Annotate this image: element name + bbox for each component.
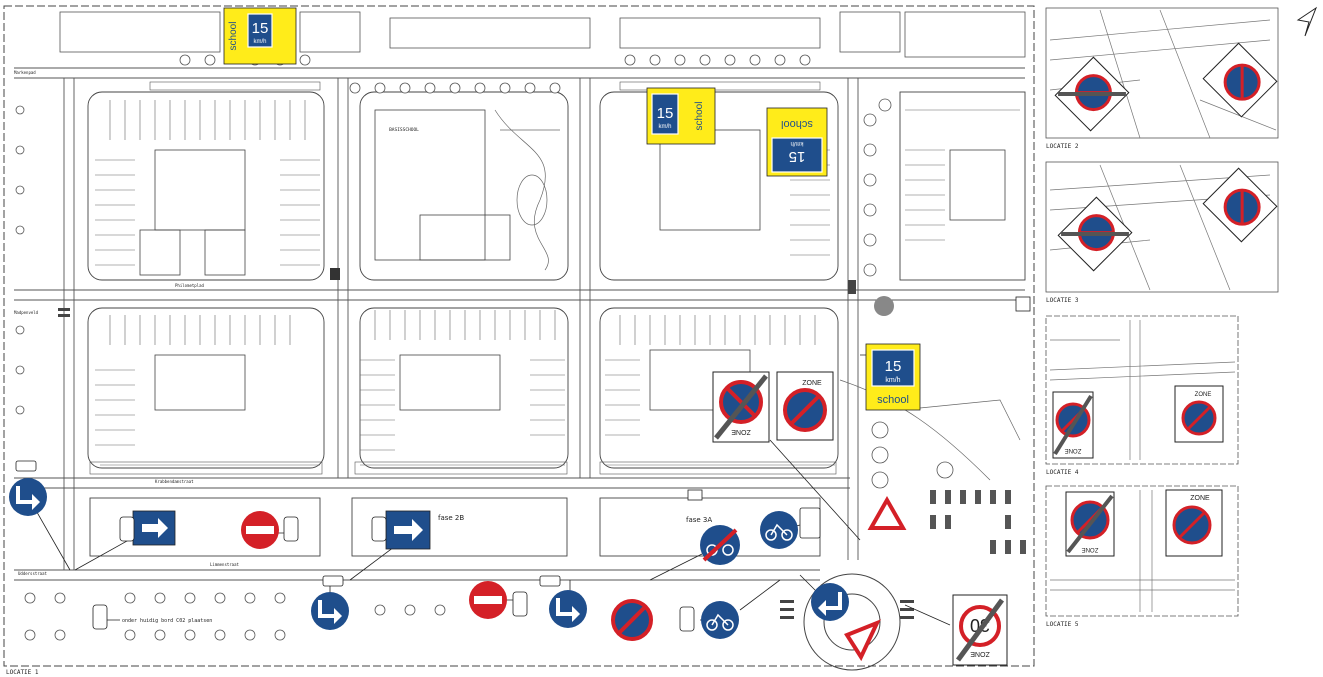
speed-unit: km/h [253, 39, 266, 45]
speed-unit: km/h [658, 124, 671, 130]
speed-school-word: school [877, 394, 909, 406]
markenpad-label: Markenpad [14, 70, 36, 75]
philometplad-label: Philometplad [175, 283, 204, 288]
no-entry-sign-2 [469, 581, 507, 619]
bicycle-path-sign-2 [701, 601, 739, 639]
keep-right-sign-1 [9, 478, 47, 516]
zone-word: ZONE [1190, 495, 1210, 502]
speed-unit: km/h [790, 140, 803, 146]
detail-panel-locatie-5: ZONE ZONE [1045, 485, 1239, 617]
fase-2b-label: fase 2B [438, 514, 464, 522]
speed-15-school-sign-rotated: 15 km/h school [766, 107, 828, 177]
end-zone-30-sign: 30 ZONE [952, 594, 1008, 666]
speed-15-school-sign-right: 15 km/h school [865, 343, 921, 411]
krabbendamstraat-label: Krabbendamstraat [155, 479, 194, 484]
zone-word: ZONE [970, 650, 990, 657]
detail-panel-locatie-3 [1045, 161, 1279, 293]
zebra-crossings [58, 268, 914, 619]
bicycle-path-end-sign [700, 525, 740, 565]
parking-zone-sign: ZONE [776, 371, 834, 441]
parking-strips [89, 81, 837, 475]
keep-right-sign-3 [549, 590, 587, 628]
limmenstraat-label: Limmenstraat [210, 562, 239, 567]
speed-15-school-sign-top: 15 km/h school [223, 7, 297, 65]
bicycle-path-sign-1 [760, 511, 798, 549]
one-way-sign-center [385, 510, 431, 550]
detail-panel-locatie-4: ZONE ZONE [1045, 315, 1239, 465]
locatie-5-label: LOCATIE 5 [1046, 621, 1079, 628]
speed-15-value: 15 [657, 105, 674, 122]
speed-15-school-sign-mid: 15 km/h school [646, 87, 716, 145]
schoolyard-paths [494, 109, 1021, 481]
parking-zone-end-sign: ZONE [712, 371, 770, 443]
keep-right-sign-2 [311, 592, 349, 630]
speed-school-word: school [694, 102, 705, 131]
small-bike-markers [15, 296, 1031, 632]
roundabout [803, 573, 901, 671]
detail-panel-locatie-2 [1045, 7, 1279, 139]
keep-left-sign-4 [811, 583, 849, 621]
uddersstraat-label: Uddersstraat [18, 571, 47, 576]
yield-sign-1 [867, 495, 907, 530]
locatie-4-label: LOCATIE 4 [1046, 469, 1079, 476]
locatie-3-label: LOCATIE 3 [1046, 297, 1079, 304]
no-entry-sign-1 [241, 511, 279, 549]
bord-note-label: onder huidig bord C02 plaatsen [122, 618, 212, 624]
speed-school-word: school [781, 118, 813, 130]
zone-word: ZONE [1082, 546, 1099, 552]
zone-word: ZONE [731, 428, 751, 435]
grey-tree [874, 296, 894, 316]
one-way-sign-left [132, 510, 176, 546]
speed-15-value: 15 [885, 358, 902, 375]
zone-word: ZONE [802, 380, 822, 387]
street-trees [15, 54, 954, 641]
no-parking-sign [611, 599, 653, 641]
speed-15-value: 15 [252, 20, 269, 37]
zone-word: ZONE [1065, 447, 1082, 453]
speed-15-value: 15 [789, 148, 806, 165]
yield-sign-2 [844, 619, 881, 662]
zone-word: ZONE [1195, 392, 1212, 398]
school-label: BASISSCHOOL [389, 127, 419, 133]
fase-3a-label: fase 3A [686, 516, 712, 524]
north-arrow-icon [1296, 6, 1318, 37]
housing-blocks [87, 91, 1026, 557]
roads [14, 67, 1025, 581]
parking-right [930, 490, 1026, 554]
courtyards [139, 109, 1006, 411]
top-buildings [59, 11, 1026, 58]
speed-school-word: school [228, 22, 239, 51]
row-house-dividers [95, 100, 1020, 466]
locatie-2-label: LOCATIE 2 [1046, 143, 1079, 150]
speed-unit: km/h [885, 377, 900, 384]
madpenveld-label: Madpenveld [14, 310, 39, 315]
locatie-1-label: LOCATIE 1 [6, 669, 39, 676]
